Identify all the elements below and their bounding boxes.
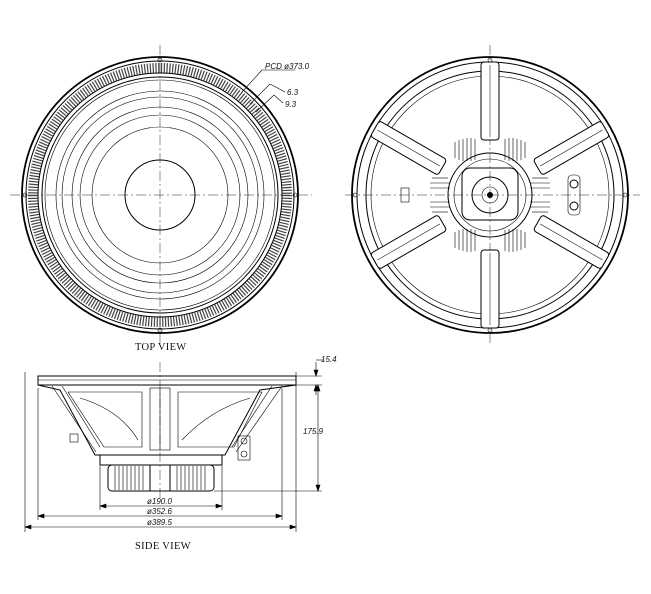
cutout-diameter: ø352.6 [147,507,172,516]
dim-6-3: 6.3 [287,88,299,97]
magnet-diameter: ø190.0 [147,497,172,506]
top-view-label: TOP VIEW [135,342,187,353]
side-view: ø190.0 ø352.6 ø389.5 15.4 175.9 SIDE VIE… [24,355,337,552]
side-view-label: SIDE VIEW [135,541,191,552]
outer-diameter: ø389.5 [147,518,172,527]
pcd-dimension: PCD ø373.0 [265,62,310,71]
flange-thickness: 15.4 [321,355,337,364]
top-view: PCD ø373.0 6.3 9.3 TOP VIEW [10,45,312,353]
dim-9-3: 9.3 [285,100,297,109]
overall-depth: 175.9 [303,427,324,436]
rear-view [345,45,640,345]
